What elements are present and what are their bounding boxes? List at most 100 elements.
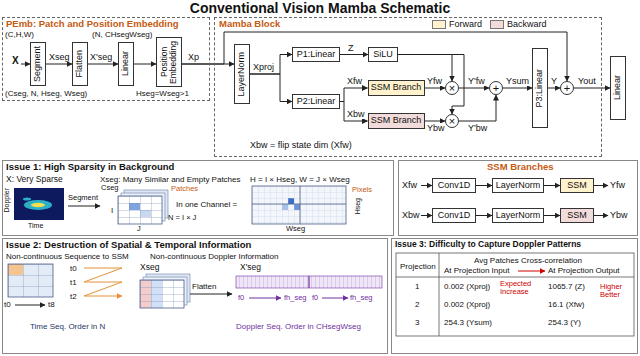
box-label: SiLU: [373, 50, 393, 60]
block-box: Linear: [610, 56, 626, 120]
increase-arrow: [518, 271, 545, 272]
operator-circle: +: [489, 81, 503, 95]
box-label: Linear: [121, 51, 131, 76]
block-box: SSM: [560, 178, 594, 193]
annotation-label: Xseg: Many Similar and Empty Patches: [100, 175, 241, 184]
doppler-order-arrow: [249, 298, 281, 299]
annotation-label: f0: [238, 294, 244, 303]
block-box: Flatten: [72, 42, 88, 86]
doppler-core: [31, 203, 45, 207]
box-label: SSM: [567, 181, 587, 191]
panel-title: Issue 2: Destruction of Spatial & Tempor…: [6, 240, 251, 251]
box-label: LayerNorm: [496, 211, 541, 221]
connector: [250, 74, 292, 102]
annotation-label: X: [12, 55, 19, 67]
annotation-label: N = I × J: [168, 214, 196, 223]
segment-arrow: [68, 206, 100, 207]
patch-grid-lines: [118, 196, 162, 224]
box-label: LayerNorm: [496, 181, 541, 191]
block-box: P2:Linear: [292, 94, 340, 109]
annotation-label: Expected Increase: [500, 280, 544, 296]
block-box: Segment: [30, 42, 46, 86]
block-box: LayerNorm: [234, 44, 250, 104]
legend-swatch: [432, 20, 446, 29]
operator-symbol: +: [564, 83, 570, 94]
annotation-label: At Projection Output: [548, 266, 620, 275]
output-arrow: [594, 215, 608, 216]
output-arrow: [594, 185, 608, 186]
connector-label: X'seg: [90, 52, 112, 62]
box-label: LayerNorm: [237, 52, 247, 97]
strip-ground: [236, 276, 382, 288]
annotation-label: 1065.7 (Z): [548, 282, 585, 291]
pixel-grid: [252, 186, 346, 224]
connector: [134, 64, 156, 65]
annotation-label: Cseg: [101, 184, 119, 193]
zigzag-order: [84, 268, 122, 296]
box-label: Flatten: [75, 50, 85, 78]
annotation-label: In one Channel =: [176, 200, 237, 209]
table-rule: [396, 277, 634, 278]
annotation-label: X: Very Sparse: [6, 175, 63, 185]
annotation-label: (N, CHsegWseg): [92, 30, 152, 39]
block-box: SSM Branch: [368, 113, 425, 129]
connector: [88, 64, 118, 65]
annotation-label: fh_seg: [350, 294, 373, 303]
annotation-label: 3: [415, 318, 419, 327]
annotation-label: Xbw: [402, 210, 420, 220]
connector-label: Y'fw: [468, 76, 485, 86]
pixel-grid-ground: [252, 186, 346, 224]
time-grid-lines: [8, 264, 53, 297]
annotation-label: I: [111, 206, 113, 215]
annotation-label: H = I × Hseg, W = J × Wseg: [250, 175, 350, 184]
annotation-label: Hseg: [354, 198, 362, 214]
box-label: SSM Branch: [371, 116, 422, 126]
annotation-label: Hseg=Wseg>1: [136, 89, 189, 98]
connector: [425, 121, 446, 122]
diagram-title: Conventional Vision Mamba Schematic: [0, 0, 640, 16]
annotation-label: Ybw: [610, 210, 628, 220]
panel-title: Issue 3: Difficulty to Capture Doppler P…: [395, 240, 581, 250]
block-box: P3:Linear: [532, 48, 548, 128]
section-panel: Issue 1: High Sparsity in Background: [2, 160, 394, 236]
annotation-label: fh_seg: [284, 294, 307, 303]
table-frame: [396, 253, 634, 336]
box-label: Linear: [613, 75, 623, 100]
operator-circle: ×: [445, 114, 459, 128]
operator-symbol: ×: [449, 83, 455, 94]
annotation-label: Wseg: [286, 225, 305, 234]
connector-label: Yout: [578, 76, 596, 86]
annotation-label: 254.3 (Y): [548, 318, 581, 327]
panel-title: Issue 1: High Sparsity in Background: [6, 162, 174, 173]
annotation-label: t0: [70, 264, 77, 273]
annotation-label: Xbw = flip state dim (Xfw): [250, 140, 352, 150]
operator-circle: ×: [445, 81, 459, 95]
panel-title: SSM Branches: [487, 162, 554, 173]
block-box: LayerNorm: [492, 178, 544, 193]
connector-label: Z: [348, 43, 354, 53]
patch-boundary: [300, 186, 301, 224]
connector-label: Xp: [188, 52, 199, 62]
flattened-strip: [236, 276, 382, 288]
connector: [340, 88, 368, 102]
block-box: SiLU: [368, 47, 398, 62]
annotation-label: At Projection Input: [444, 266, 509, 275]
connector: [476, 215, 492, 216]
connector: [574, 88, 610, 89]
connector: [250, 55, 292, 75]
annotation-label: X'seg: [240, 263, 261, 273]
connector-label: Xbw: [347, 109, 365, 119]
annotation-label: (Cseg, N, Hseg, Wseg): [5, 89, 87, 98]
box-label: Conv1D: [438, 211, 471, 221]
connector: [340, 102, 368, 122]
block-box: Position Embedding: [156, 37, 182, 87]
patch-grid-lines: [140, 280, 184, 308]
panel-title: Mamba Block: [219, 19, 280, 30]
section-panel: SSM BranchesConv1DLayerNormSSMConv1DLaye…: [398, 160, 638, 236]
annotation-label: Avg Patches Cross-correlation: [474, 256, 582, 265]
annotation-label: Flatten: [192, 282, 216, 291]
connector: [544, 185, 560, 186]
section-panel: Mamba BlockLayerNormP1:LinearSiLUP2:Line…: [214, 17, 602, 157]
box-label: SSM Branch: [371, 83, 422, 93]
connector: [548, 88, 560, 89]
